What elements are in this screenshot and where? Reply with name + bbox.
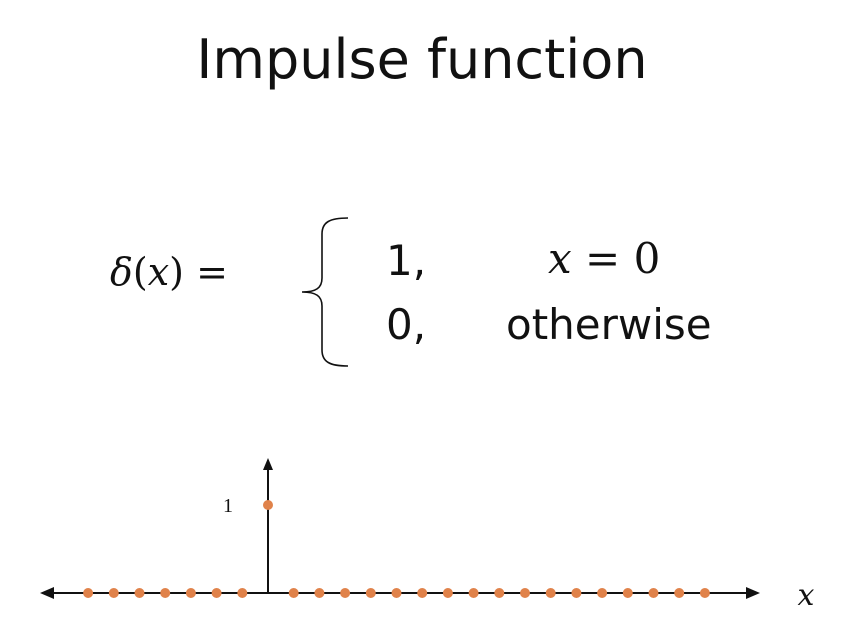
sample-point bbox=[288, 588, 299, 598]
sample-point bbox=[520, 588, 530, 598]
sample-point bbox=[365, 588, 376, 598]
sample-point bbox=[674, 588, 685, 598]
case-1-condition: x = 0 bbox=[548, 234, 660, 283]
x-axis-left-arrow bbox=[40, 587, 54, 599]
sample-point bbox=[494, 588, 505, 598]
case-1-condition-var: x bbox=[548, 234, 572, 283]
x-axis-label: x bbox=[798, 578, 815, 613]
sample-point bbox=[622, 588, 633, 598]
sample-point bbox=[571, 588, 582, 598]
case-1-value: 1, bbox=[386, 236, 427, 285]
sample-point bbox=[160, 588, 171, 598]
equals-sign: = bbox=[183, 250, 228, 294]
sample-point bbox=[211, 588, 222, 598]
sample-point bbox=[108, 588, 119, 598]
sample-point bbox=[83, 588, 94, 598]
sample-point bbox=[417, 588, 428, 598]
sample-point bbox=[648, 588, 659, 598]
lhs-paren-open: ( bbox=[132, 250, 148, 294]
case-1-condition-rest: = 0 bbox=[571, 234, 661, 283]
cases-brace bbox=[301, 217, 349, 367]
y-tick-label: 1 bbox=[223, 495, 233, 517]
sample-point bbox=[442, 588, 453, 598]
sample-point bbox=[545, 588, 556, 598]
sample-point bbox=[468, 588, 479, 598]
sample-point bbox=[263, 500, 273, 510]
delta-symbol: δ bbox=[110, 250, 133, 294]
sample-point bbox=[391, 588, 402, 598]
impulse-plot: 1x bbox=[40, 458, 815, 613]
y-axis-arrow bbox=[263, 458, 273, 470]
slide-title: Impulse function bbox=[196, 28, 648, 91]
sample-point bbox=[237, 588, 248, 598]
sample-point bbox=[699, 588, 710, 598]
lhs-argument: x bbox=[147, 250, 170, 294]
sample-point bbox=[134, 588, 145, 598]
case-2-value: 0, bbox=[386, 300, 427, 349]
lhs-paren-close: ) bbox=[169, 250, 184, 294]
definition-lhs: δ(x) = bbox=[110, 250, 228, 294]
x-axis-right-arrow bbox=[746, 587, 760, 599]
sample-point bbox=[185, 588, 196, 598]
case-2-condition: otherwise bbox=[506, 300, 712, 349]
sample-point bbox=[597, 588, 608, 598]
sample-point bbox=[340, 588, 351, 598]
sample-point bbox=[314, 588, 325, 598]
